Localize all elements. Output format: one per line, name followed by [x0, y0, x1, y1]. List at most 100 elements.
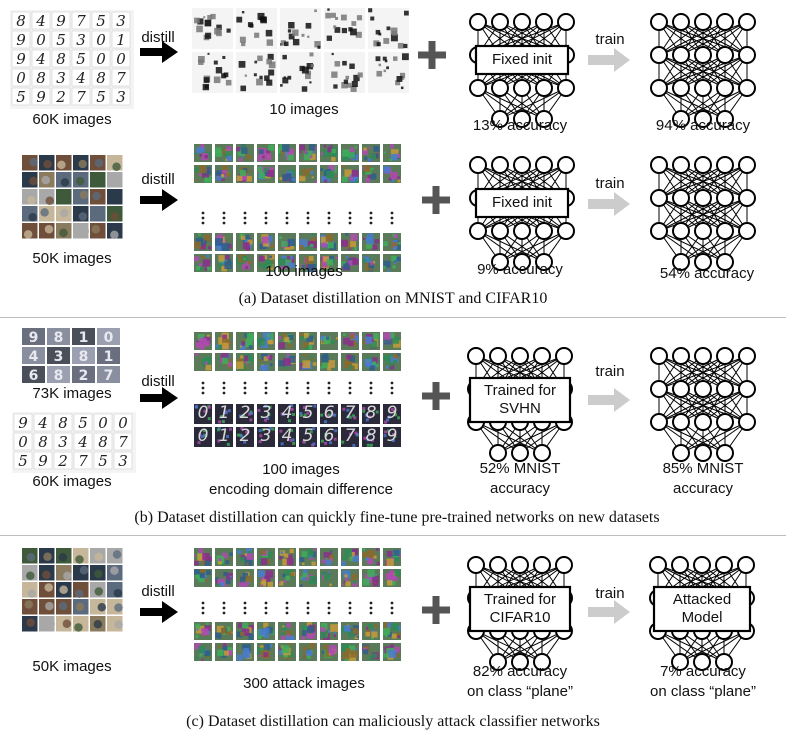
- noise-speck: [213, 76, 221, 84]
- noise-speck: [374, 624, 379, 628]
- noise-speck: [393, 234, 398, 239]
- noise-speck: [216, 428, 220, 432]
- noise-speck: [230, 631, 233, 634]
- noise-speck: [352, 555, 359, 562]
- noise-speck: [299, 584, 303, 587]
- neuron: [469, 13, 487, 31]
- noise-speck: [287, 75, 292, 80]
- noise-speck: [202, 83, 210, 91]
- edge: [702, 355, 748, 390]
- digit-cell: [53, 432, 73, 451]
- neuron: [716, 347, 734, 365]
- noise-speck: [228, 558, 231, 562]
- noise-speck: [204, 434, 208, 438]
- noise-speck: [348, 415, 352, 419]
- digit-glyph: 0: [96, 50, 106, 68]
- noise-speck: [203, 234, 211, 242]
- neuron: [693, 556, 711, 574]
- noise-speck: [283, 365, 287, 369]
- noise-speck: [383, 151, 386, 154]
- noise-speck: [368, 415, 372, 419]
- noise-speck: [288, 148, 295, 155]
- init-accuracy-b2: accuracy: [489, 480, 551, 497]
- noise-speck: [364, 156, 368, 160]
- photo-blob: [95, 211, 104, 221]
- neuron: [469, 156, 487, 174]
- noise-speck: [386, 550, 393, 557]
- noise-speck: [244, 74, 247, 77]
- ellipsis-dot: [369, 211, 373, 215]
- network-trained-a2: [650, 156, 756, 271]
- noise-speck: [258, 263, 262, 267]
- noise-speck: [220, 632, 223, 635]
- noise-speck: [306, 264, 310, 269]
- noise-speck: [341, 239, 348, 247]
- photo-blob: [78, 159, 87, 169]
- distilled-digit-glyph: 5: [303, 403, 314, 423]
- network-box-label-a2: Fixed init: [491, 194, 553, 211]
- svhn-tile: [22, 328, 45, 345]
- noise-speck: [368, 243, 374, 249]
- noise-speck: [303, 569, 308, 574]
- noise-speck: [198, 56, 205, 63]
- noise-speck: [346, 415, 350, 419]
- network-box: [474, 44, 570, 76]
- neuron: [533, 556, 551, 574]
- noise-speck: [254, 60, 258, 64]
- edge: [702, 164, 748, 199]
- noise-speck: [243, 644, 251, 652]
- digit-cell: [53, 413, 73, 432]
- noise-speck: [352, 625, 359, 632]
- noise-speck: [327, 553, 335, 561]
- noise-speck: [324, 441, 328, 445]
- neuron: [467, 556, 485, 574]
- noise-speck: [287, 340, 291, 344]
- noise-speck: [286, 262, 290, 266]
- svhn-tile: [47, 328, 70, 345]
- ellipsis-dot: [348, 216, 352, 220]
- noise-speck: [267, 339, 272, 345]
- noise-speck: [247, 239, 253, 245]
- noise-speck: [257, 338, 265, 346]
- noise-speck: [299, 557, 305, 562]
- ellipsis-dot: [369, 386, 373, 390]
- noise-speck: [216, 242, 225, 251]
- noise-speck: [393, 434, 397, 438]
- noise-speck: [258, 149, 264, 155]
- noise-speck: [325, 559, 332, 566]
- noise-speck: [307, 244, 312, 250]
- ellipsis-dot: [348, 211, 352, 215]
- neuron: [694, 110, 712, 128]
- noise-speck: [331, 71, 338, 78]
- noise-speck: [198, 548, 204, 554]
- digit-cell: [51, 11, 71, 30]
- photo-blob: [58, 601, 68, 611]
- photo-blob: [45, 601, 54, 611]
- noise-speck: [372, 261, 376, 264]
- noise-speck: [368, 146, 371, 149]
- ellipsis-dot: [222, 211, 226, 215]
- distilled-images-label-c: 300 attack images: [243, 675, 365, 692]
- noise-speck: [371, 631, 378, 638]
- noise-speck: [345, 233, 349, 236]
- noise-speck: [257, 408, 261, 412]
- digit-cell: [113, 432, 133, 451]
- neuron: [489, 653, 507, 671]
- distilled-digit-glyph: 3: [261, 426, 272, 446]
- noise-speck: [201, 658, 204, 661]
- svhn-digit-glyph: 9: [29, 330, 39, 346]
- ellipsis-dot: [327, 221, 331, 225]
- noise-speck: [329, 441, 333, 445]
- ellipsis-dot: [306, 216, 310, 220]
- noise-speck: [268, 69, 275, 76]
- digit-glyph: 7: [76, 88, 86, 106]
- noise-speck: [322, 149, 331, 157]
- noise-speck: [386, 418, 390, 422]
- distilled-images-label-b2: encoding domain difference: [208, 481, 394, 498]
- noise-speck: [388, 363, 393, 367]
- photo-blob: [59, 228, 68, 238]
- noise-speck: [388, 332, 395, 339]
- neuron: [489, 347, 507, 365]
- noise-speck: [284, 553, 289, 558]
- noise-speck: [324, 420, 328, 424]
